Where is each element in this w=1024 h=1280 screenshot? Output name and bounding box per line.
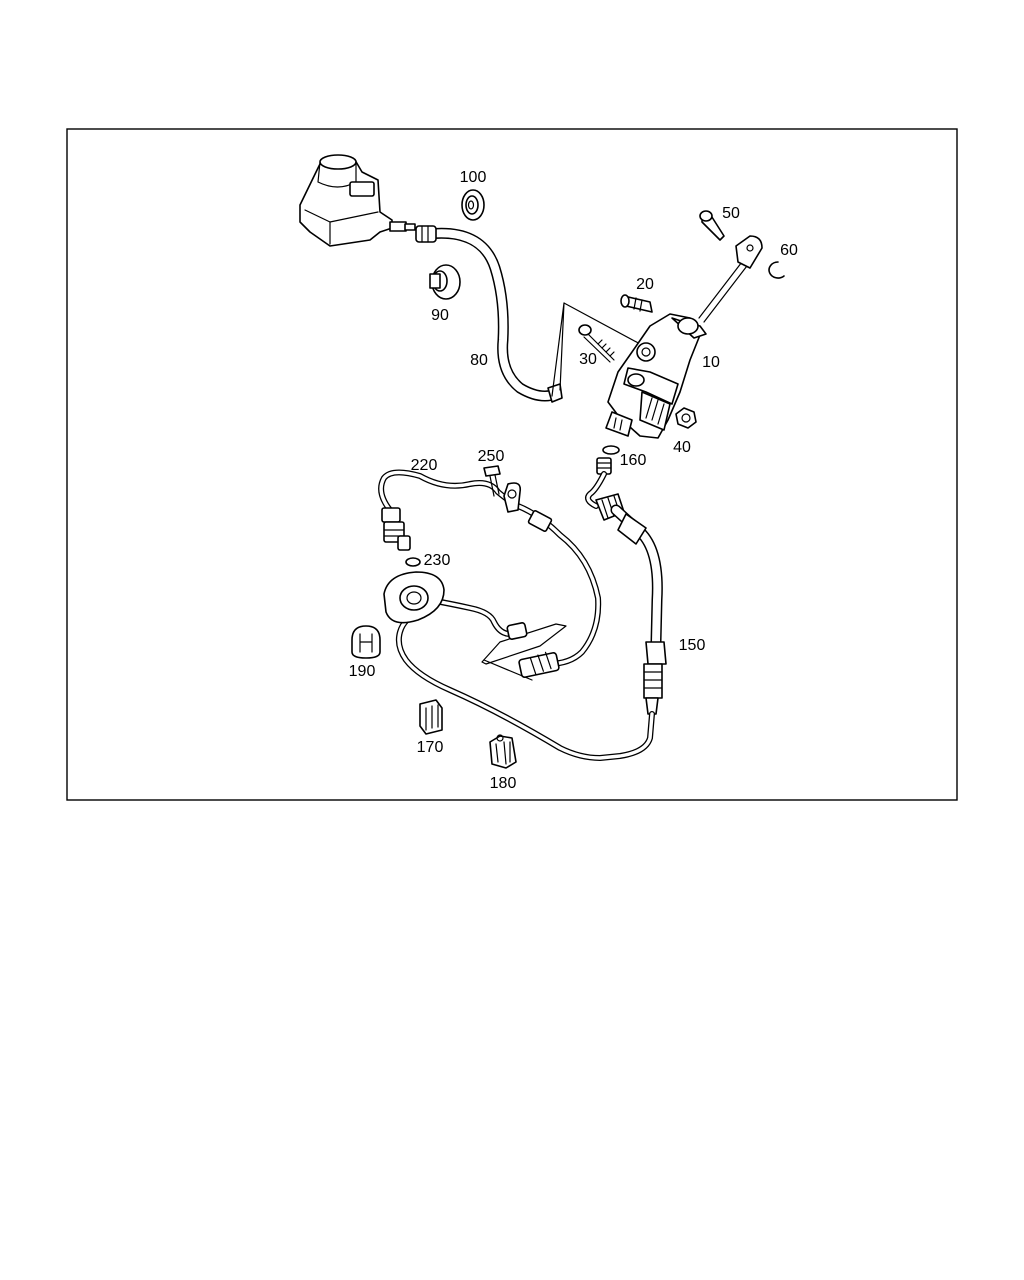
label-10: 10: [702, 354, 720, 371]
grommet-100[interactable]: [461, 189, 485, 221]
label-150: 150: [679, 637, 706, 654]
label-20: 20: [636, 276, 654, 293]
pushrod[interactable]: [698, 235, 763, 323]
leader-line: [551, 302, 643, 397]
circlip-60[interactable]: [768, 261, 785, 279]
o-ring-160[interactable]: [602, 445, 620, 455]
pipe-grommet[interactable]: [383, 571, 445, 624]
label-80: 80: [470, 352, 488, 369]
label-230: 230: [424, 552, 451, 569]
label-220: 220: [411, 457, 438, 474]
pipe-fitting-upper[interactable]: [596, 457, 612, 475]
callout-labels: 100 50 60 20 90 30 80 10 40 160 250 220 …: [349, 169, 798, 792]
label-250: 250: [478, 448, 505, 465]
clip-190[interactable]: [351, 625, 381, 659]
label-90: 90: [431, 307, 449, 324]
o-ring-230[interactable]: [405, 557, 421, 567]
clip-170[interactable]: [419, 699, 443, 735]
clip-180[interactable]: [489, 734, 517, 769]
reservoir-hose-80[interactable]: [415, 225, 563, 403]
label-170: 170: [417, 739, 444, 756]
label-180: 180: [490, 775, 517, 792]
label-100: 100: [460, 169, 487, 186]
nut-40[interactable]: [675, 407, 697, 429]
bolt-30[interactable]: [578, 324, 615, 363]
diagram-frame: [66, 128, 958, 801]
label-40: 40: [673, 439, 691, 456]
label-50: 50: [722, 205, 740, 222]
master-cylinder-10[interactable]: [605, 313, 707, 439]
fluid-reservoir[interactable]: [299, 154, 416, 247]
clutch-hose-150[interactable]: [585, 471, 667, 715]
pipe-fitting-lower[interactable]: [506, 622, 560, 678]
label-160: 160: [620, 452, 647, 469]
pipe-coupler[interactable]: [527, 510, 553, 532]
pipe-end-220[interactable]: [381, 507, 411, 551]
grommet-90[interactable]: [429, 264, 461, 300]
label-60: 60: [780, 242, 798, 259]
label-190: 190: [349, 663, 376, 680]
pin-50[interactable]: [699, 210, 725, 241]
label-30: 30: [579, 351, 597, 368]
bolt-20[interactable]: [620, 294, 653, 313]
bolt-250[interactable]: [483, 465, 522, 513]
